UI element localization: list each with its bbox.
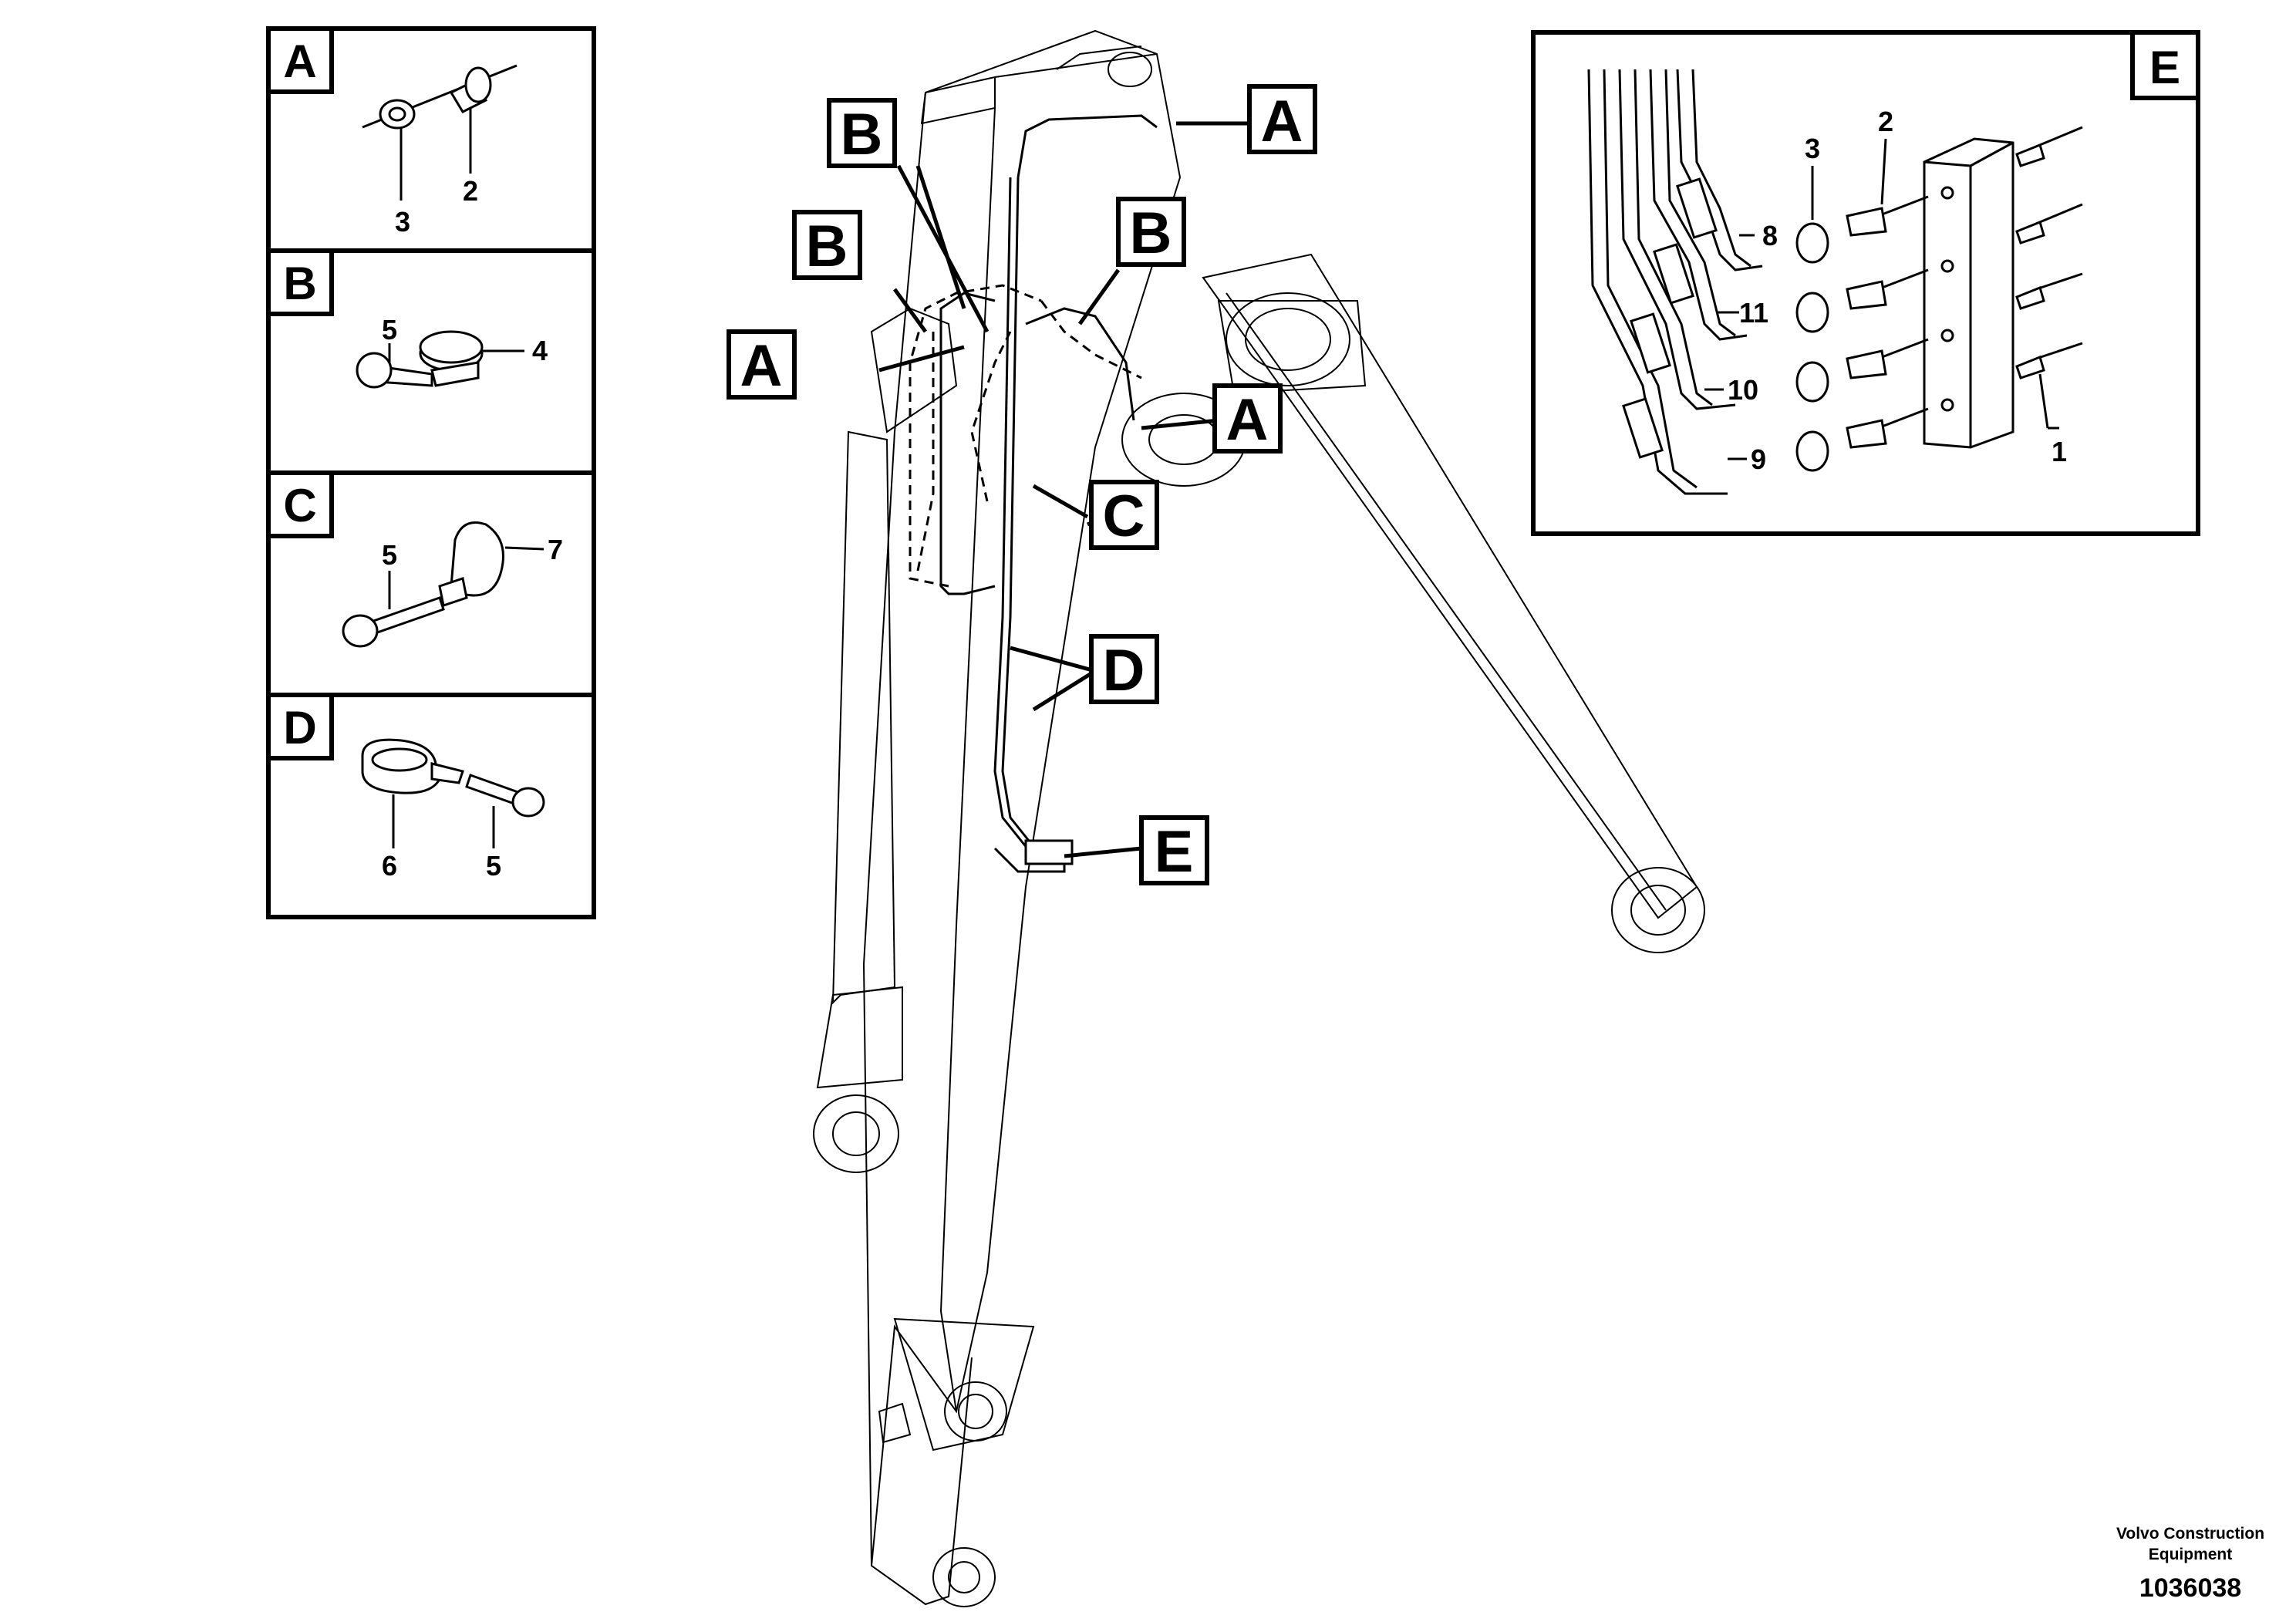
- hydraulic-cylinder-right: [1202, 253, 1705, 953]
- part-number: 3: [1805, 133, 1820, 164]
- part-number: 1: [2052, 436, 2067, 467]
- callout-B-right: B: [1116, 197, 1186, 267]
- part-number: 5: [486, 850, 501, 882]
- callout-letter: B: [841, 102, 883, 167]
- connectors-right: [2015, 126, 2083, 429]
- callout-letter: C: [1103, 484, 1145, 549]
- part-number: 5: [382, 314, 397, 346]
- company-line-2: Equipment: [2149, 1546, 2233, 1563]
- box-letter: B: [283, 258, 316, 309]
- hoses: [1587, 69, 1763, 495]
- hose-routing: [939, 114, 1158, 873]
- callout-C: C: [1089, 480, 1159, 550]
- part-number: 9: [1751, 443, 1766, 475]
- boom-arm: [813, 29, 1705, 1607]
- hydraulic-cylinder-left: [813, 430, 903, 1173]
- callout-D: D: [1089, 634, 1159, 704]
- company-line-1: Volvo Construction: [2116, 1525, 2264, 1543]
- part-number: 6: [382, 850, 397, 882]
- callout-letter: A: [1226, 387, 1269, 453]
- part-number: 5: [382, 539, 397, 571]
- detail-box-B: B 5 4: [266, 248, 596, 475]
- callout-A-left: A: [727, 329, 797, 400]
- detail-box-C: C 5 7: [266, 470, 596, 697]
- detail-box-A: A 3 2: [266, 26, 596, 253]
- detail-box-D: D 6 5: [266, 693, 596, 919]
- part-number: 3: [395, 206, 410, 238]
- adapters: [1795, 195, 1929, 472]
- detail-box-E: E: [1531, 30, 2200, 536]
- callout-letter: B: [806, 214, 848, 279]
- box-letter: C: [283, 480, 316, 531]
- part-number: 8: [1762, 220, 1778, 251]
- callout-letter: E: [1155, 819, 1194, 885]
- part-number: 2: [1878, 106, 1893, 137]
- callout-letter: D: [1103, 638, 1145, 703]
- doc-number: 1036038: [2139, 1573, 2241, 1603]
- box-letter: A: [283, 35, 316, 87]
- callout-A-top-right: A: [1247, 84, 1317, 154]
- dashed-hose-outline: [909, 284, 1142, 588]
- footer: Volvo Construction Equipment 1036038: [2116, 1525, 2264, 1603]
- callout-A-right: A: [1212, 383, 1283, 454]
- part-number: 4: [532, 335, 548, 366]
- callout-B-left: B: [792, 210, 862, 280]
- main-arm-body: [862, 29, 1246, 1607]
- callout-E: E: [1139, 815, 1209, 885]
- part-number: 11: [1739, 297, 1768, 329]
- callout-letter: B: [1130, 201, 1172, 266]
- part-number: 2: [463, 175, 478, 207]
- callout-B-top: B: [827, 98, 897, 168]
- callout-leaders: [878, 121, 1249, 858]
- box-letter: D: [283, 702, 316, 754]
- callout-letter: A: [1261, 89, 1303, 154]
- box-letter: E: [2149, 42, 2180, 93]
- part-number: 7: [548, 534, 563, 565]
- part-number: 10: [1728, 374, 1758, 406]
- callout-letter: A: [740, 333, 783, 399]
